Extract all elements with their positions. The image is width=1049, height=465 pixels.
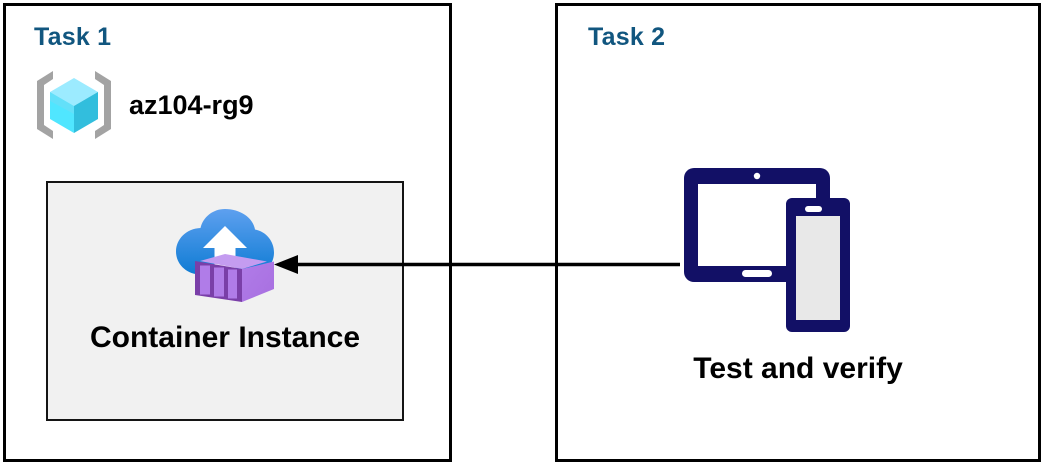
container-instance-label: Container Instance xyxy=(89,321,361,354)
resource-group-name: az104-rg9 xyxy=(129,89,254,120)
task-2-label: Task 2 xyxy=(588,23,666,51)
resource-group-row: az104-rg9 xyxy=(33,67,254,143)
task-1-label: Task 1 xyxy=(34,23,112,51)
container-instance-box: Container Instance xyxy=(46,181,404,421)
panel-task-1: Task 1 a xyxy=(3,3,452,462)
resource-group-icon xyxy=(33,67,115,143)
test-and-verify-label: Test and verify xyxy=(693,352,903,385)
container-instance-icon xyxy=(173,183,277,303)
